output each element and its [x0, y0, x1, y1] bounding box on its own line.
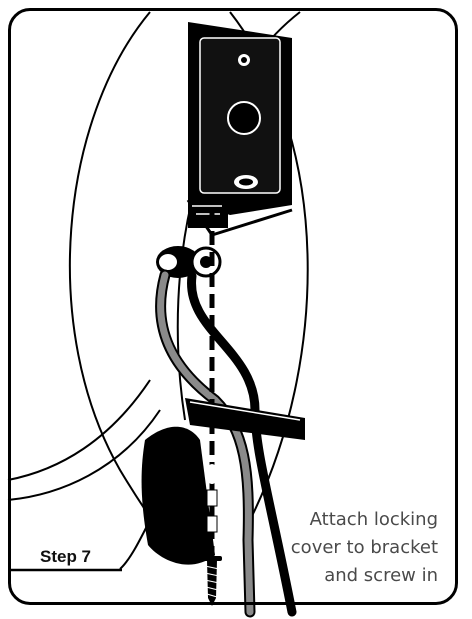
mounting-screw [202, 556, 222, 606]
wall-bracket [186, 22, 293, 237]
locking-cover [141, 398, 305, 565]
page-border [8, 8, 458, 605]
instruction-caption: Attach locking cover to bracket and scre… [228, 506, 438, 590]
step-leader-line [119, 519, 151, 570]
caption-line: Attach locking [309, 509, 438, 530]
step-label: Step 7 [40, 547, 92, 566]
caption-line: cover to bracket [290, 537, 438, 558]
caption-line: and screw in [324, 565, 438, 586]
